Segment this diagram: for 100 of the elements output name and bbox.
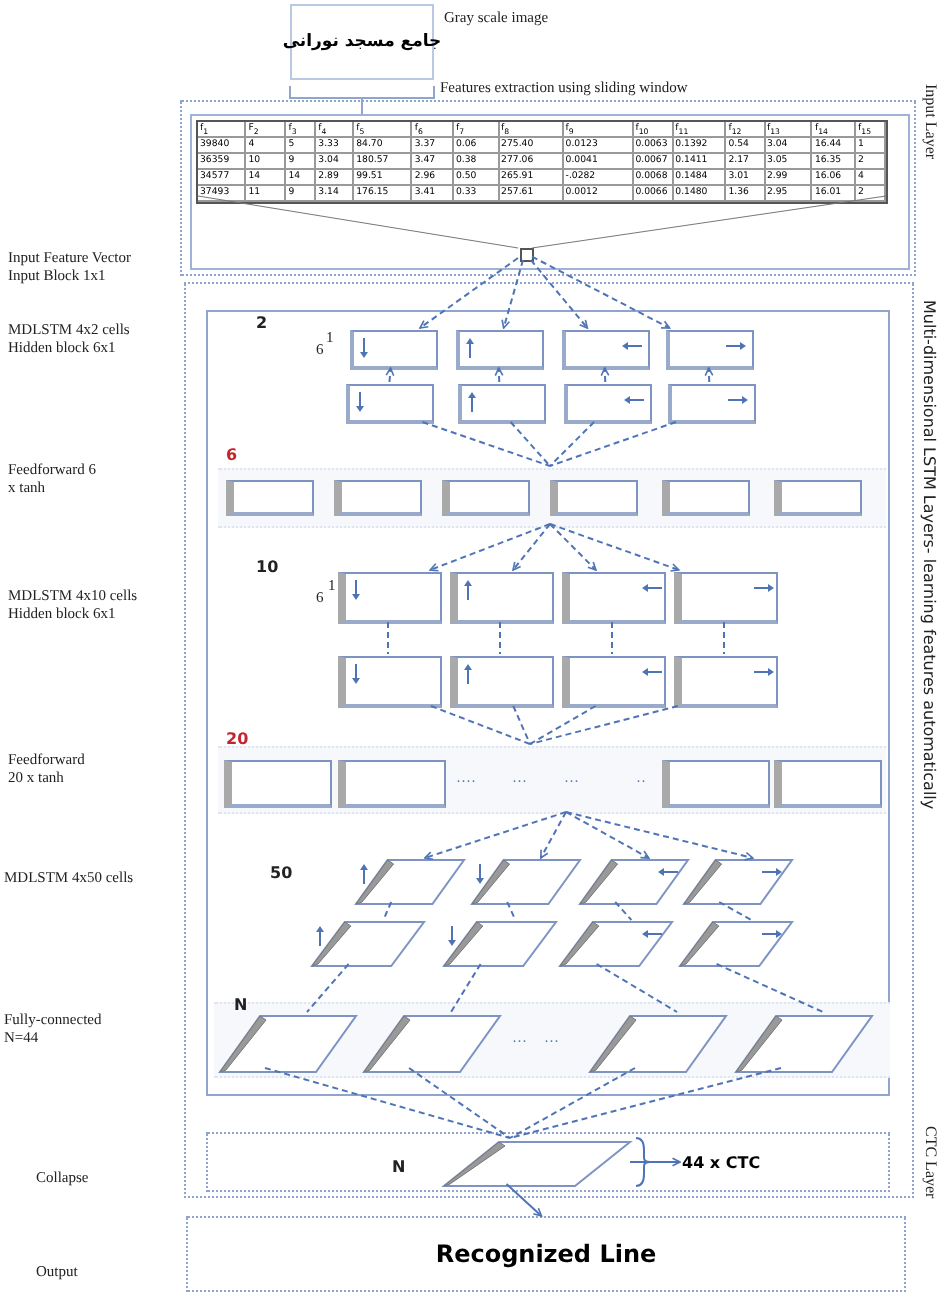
cell-slab bbox=[354, 858, 466, 906]
neuron-box bbox=[774, 760, 882, 808]
layer-band bbox=[218, 746, 886, 814]
arrow bbox=[494, 367, 504, 383]
output-box bbox=[186, 1216, 906, 1292]
arrow bbox=[429, 523, 551, 572]
arrow bbox=[565, 811, 650, 859]
lstm-cell bbox=[456, 330, 544, 370]
arrow bbox=[539, 811, 567, 859]
cell-slab bbox=[678, 920, 794, 968]
layer-size: N bbox=[392, 1158, 406, 1176]
connector-line bbox=[529, 705, 597, 745]
lstm-cell bbox=[338, 572, 442, 624]
cell-slab bbox=[588, 1014, 728, 1074]
connector-line bbox=[549, 421, 677, 467]
connector-line bbox=[387, 621, 389, 655]
layer-size: 50 bbox=[270, 864, 293, 882]
cell-slab bbox=[218, 1014, 358, 1074]
connector-line bbox=[509, 1067, 636, 1139]
ctc-frame bbox=[206, 1132, 890, 1192]
neuron-box bbox=[774, 480, 862, 516]
output-text: Recognized Line bbox=[435, 1240, 657, 1268]
arrow bbox=[549, 523, 597, 571]
arrow bbox=[565, 811, 754, 861]
lstm-cell bbox=[338, 656, 442, 708]
layer-size: 6 bbox=[226, 446, 238, 464]
neuron-box bbox=[224, 760, 332, 808]
handwritten-text: جامع مسجد نورانی bbox=[282, 32, 442, 52]
arrow bbox=[505, 1183, 543, 1217]
output-label: 44 x CTC bbox=[682, 1150, 802, 1178]
connector-line bbox=[529, 705, 679, 745]
cell-slab bbox=[682, 858, 794, 906]
connector-line bbox=[509, 1067, 782, 1139]
connector-line bbox=[715, 963, 824, 1013]
connector-line bbox=[718, 901, 753, 921]
neuron-box bbox=[442, 480, 530, 516]
cell-slab bbox=[362, 1014, 502, 1074]
input-block bbox=[520, 248, 534, 262]
connector-line bbox=[430, 705, 531, 745]
arrow bbox=[600, 367, 610, 383]
connector-line bbox=[506, 901, 517, 921]
neuron-box bbox=[334, 480, 422, 516]
neuron-box bbox=[338, 760, 446, 808]
connector-line bbox=[723, 621, 725, 655]
lstm-cell bbox=[458, 384, 546, 424]
lstm-cell bbox=[666, 330, 754, 370]
lstm-cell bbox=[346, 384, 434, 424]
connector-line bbox=[549, 421, 596, 467]
connector-line bbox=[382, 901, 393, 921]
arrow bbox=[549, 523, 680, 572]
lstm-cell bbox=[674, 572, 778, 624]
arrow bbox=[531, 255, 671, 329]
layer-band bbox=[218, 468, 886, 528]
lstm-cell bbox=[674, 656, 778, 708]
layer-frame bbox=[206, 310, 890, 1096]
neuron-box bbox=[662, 760, 770, 808]
connector-line bbox=[421, 421, 551, 467]
arrow bbox=[704, 367, 714, 383]
neuron-box bbox=[550, 480, 638, 516]
connector-line bbox=[614, 901, 633, 921]
cell-slab bbox=[442, 1140, 632, 1188]
connector-line bbox=[611, 621, 613, 655]
lstm-cell bbox=[562, 572, 666, 624]
connector-line bbox=[595, 963, 678, 1013]
arrow bbox=[423, 811, 567, 861]
connector-line bbox=[509, 421, 551, 467]
arrow bbox=[629, 1157, 681, 1167]
layer-title: CTC Layer bbox=[922, 1126, 940, 1199]
cell-slab bbox=[310, 920, 426, 968]
cell-slab bbox=[558, 920, 674, 968]
arrow bbox=[512, 523, 551, 571]
connector-line bbox=[450, 963, 482, 1013]
layer-size: N bbox=[234, 996, 248, 1014]
arrow bbox=[529, 259, 589, 329]
arrow bbox=[385, 367, 395, 383]
connector-line bbox=[512, 705, 531, 745]
lstm-cell bbox=[562, 656, 666, 708]
cell-slab bbox=[578, 858, 690, 906]
connector-line bbox=[306, 963, 350, 1013]
arrow bbox=[419, 257, 519, 329]
lstm-cell bbox=[450, 572, 554, 624]
cell-slab bbox=[470, 858, 582, 906]
bracket-connector bbox=[289, 85, 435, 115]
layer-size: 2 bbox=[256, 314, 268, 332]
arrow bbox=[501, 259, 524, 329]
cell-slab bbox=[442, 920, 558, 968]
layer-title: Multi-dimensional LSTM Layers- learning features automatically bbox=[920, 300, 938, 810]
lstm-cell bbox=[564, 384, 652, 424]
connector-line bbox=[499, 621, 501, 655]
lstm-cell bbox=[668, 384, 756, 424]
lstm-cell bbox=[350, 330, 438, 370]
layer-band bbox=[214, 1002, 890, 1078]
connector-line bbox=[408, 1067, 511, 1139]
neuron-box bbox=[226, 480, 314, 516]
layer-title: Input Layer bbox=[922, 84, 940, 160]
lstm-cell bbox=[562, 330, 650, 370]
layer-size: 20 bbox=[226, 730, 249, 748]
neuron-box bbox=[662, 480, 750, 516]
layer-size: 10 bbox=[256, 558, 279, 576]
lstm-cell bbox=[450, 656, 554, 708]
